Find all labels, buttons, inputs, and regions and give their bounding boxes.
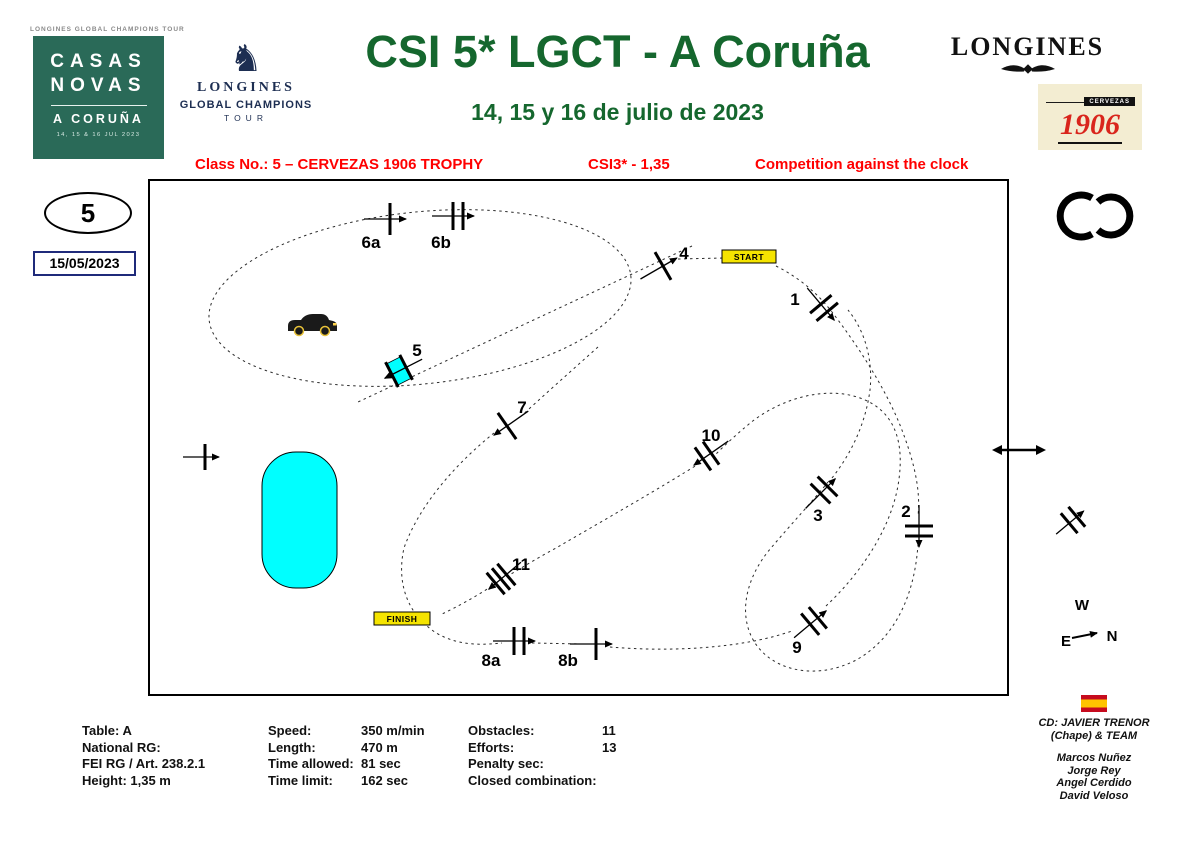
class-name: Class No.: 5 – CERVEZAS 1906 TROPHY bbox=[195, 156, 484, 173]
double-arrow-icon bbox=[992, 445, 1046, 455]
course-rules-block: Table: A National RG: FEI RG / Art. 238.… bbox=[82, 723, 205, 789]
finish-label: FINISH bbox=[387, 614, 418, 624]
tour-tagline: LONGINES GLOBAL CHAMPIONS TOUR bbox=[30, 26, 185, 33]
team-member: Angel Cerdido bbox=[1056, 777, 1132, 789]
team-list: Marcos Nuñez Jorge Rey Angel Cerdido Dav… bbox=[1015, 752, 1173, 802]
casas-novas-line2: NOVAS bbox=[50, 75, 147, 96]
water-feature bbox=[261, 451, 338, 589]
jump-8a bbox=[493, 627, 536, 655]
lgct-brand: LONGINES bbox=[197, 80, 295, 95]
speed-line: Speed:350 m/min bbox=[268, 723, 425, 738]
page-title: CSI 5* LGCT - A Coruña bbox=[365, 26, 870, 77]
jump-label-11: 11 bbox=[512, 555, 530, 574]
jump-label-2: 2 bbox=[901, 502, 910, 521]
jump-label-5: 5 bbox=[412, 341, 421, 360]
closed-combination-line: Closed combination: bbox=[468, 772, 597, 788]
cervezas-year: 1906 bbox=[1060, 108, 1120, 141]
cervezas-1906-logo: CERVEZAS 1906 bbox=[1038, 84, 1142, 150]
horse-head-icon: ♞ bbox=[229, 38, 263, 79]
practice-jump-right bbox=[1055, 505, 1087, 535]
fei-line: FEI RG / Art. 238.2.1 bbox=[82, 756, 206, 771]
jump-label-10: 10 bbox=[702, 426, 721, 445]
team-member: David Veloso bbox=[1059, 789, 1129, 802]
longines-logo: LONGINES bbox=[945, 32, 1110, 82]
jump-6a bbox=[364, 203, 407, 235]
lgct-global-champions: GLOBAL CHAMPIONS bbox=[179, 99, 313, 111]
casas-novas-line1: CASAS bbox=[50, 51, 147, 72]
course-designer-block: CD: JAVIER TRENOR (Chape) & TEAM Marcos … bbox=[1015, 695, 1173, 802]
obstacles-line: Obstacles:11 bbox=[468, 723, 616, 738]
penalty-line: Penalty sec: bbox=[468, 756, 544, 771]
jump-label-9: 9 bbox=[792, 638, 801, 657]
date-box: 15/05/2023 bbox=[33, 251, 136, 276]
team-member: Jorge Rey bbox=[1067, 764, 1121, 777]
gc-logo bbox=[1056, 191, 1134, 241]
cervezas-label: CERVEZAS bbox=[1084, 97, 1135, 106]
class-competition-type: Competition against the clock bbox=[755, 156, 969, 173]
jump-3 bbox=[805, 475, 839, 509]
casas-novas-city: A CORUÑA bbox=[53, 112, 144, 126]
jump-8b bbox=[570, 628, 613, 660]
designer-team-label: (Chape) & TEAM bbox=[1050, 730, 1138, 742]
divider bbox=[50, 105, 147, 106]
jump-label-3: 3 bbox=[813, 506, 822, 525]
jump-9 bbox=[793, 606, 828, 639]
national-line: National RG: bbox=[82, 739, 161, 755]
casas-novas-dates: 14, 15 & 16 JUL 2023 bbox=[56, 132, 141, 138]
underline bbox=[1058, 142, 1122, 144]
start-marker: START bbox=[721, 249, 777, 264]
car-icon bbox=[288, 314, 337, 337]
arena-border bbox=[148, 179, 1009, 696]
compass-north: N bbox=[1107, 628, 1118, 645]
compass-west: W bbox=[1075, 597, 1090, 614]
jump-label-6a: 6a bbox=[362, 233, 381, 252]
class-number-badge: 5 bbox=[44, 192, 132, 234]
finish-marker: FINISH bbox=[373, 611, 431, 626]
time-limit-line: Time limit:162 sec bbox=[268, 772, 408, 788]
speed-time-block: Speed:350 m/min Length:470 m Time allowe… bbox=[268, 723, 425, 789]
practice-jump-left bbox=[183, 444, 220, 470]
longines-wordmark: LONGINES bbox=[950, 32, 1105, 61]
jump-4 bbox=[640, 251, 678, 281]
efforts-line: Efforts:13 bbox=[468, 739, 617, 755]
time-allowed-line: Time allowed:81 sec bbox=[268, 756, 401, 771]
jump-2 bbox=[905, 505, 933, 548]
page-subtitle: 14, 15 y 16 de julio de 2023 bbox=[471, 99, 764, 125]
class-category: CSI3* - 1,35 bbox=[588, 156, 670, 173]
table-line: Table: A bbox=[82, 723, 132, 738]
jump-label-7: 7 bbox=[517, 398, 526, 417]
course-track bbox=[208, 209, 920, 672]
spain-flag-icon bbox=[1081, 695, 1107, 712]
jump-label-1: 1 bbox=[790, 290, 799, 309]
longines-wings-icon bbox=[1000, 64, 1055, 74]
jump-label-8a: 8a bbox=[482, 651, 501, 670]
jump-label-4: 4 bbox=[679, 244, 689, 263]
jump-label-8b: 8b bbox=[558, 651, 578, 670]
jump-10 bbox=[693, 440, 729, 472]
jump-6b bbox=[432, 202, 475, 230]
compass: W E N bbox=[1061, 597, 1117, 650]
jump-7 bbox=[493, 410, 529, 440]
jump-5-water bbox=[383, 354, 423, 388]
casas-novas-logo: CASAS NOVAS A CORUÑA 14, 15 & 16 JUL 202… bbox=[33, 36, 164, 159]
team-member: Marcos Nuñez bbox=[1056, 752, 1132, 764]
jump-11 bbox=[485, 561, 522, 596]
length-line: Length:470 m bbox=[268, 739, 398, 755]
height-line: Height: 1,35 m bbox=[82, 772, 171, 788]
designer-name: CD: JAVIER TRENOR bbox=[1038, 717, 1150, 729]
jump-1 bbox=[806, 287, 839, 322]
obstacles-block: Obstacles:11 Efforts:13 Penalty sec: Clo… bbox=[468, 723, 616, 789]
jump-label-6b: 6b bbox=[431, 233, 451, 252]
lgct-logo: ♞ LONGINES GLOBAL CHAMPIONS TOUR bbox=[170, 38, 322, 124]
lgct-tour: TOUR bbox=[224, 113, 268, 123]
compass-east: E bbox=[1061, 633, 1071, 650]
compass-arrow bbox=[1071, 630, 1098, 639]
start-label: START bbox=[734, 252, 765, 262]
